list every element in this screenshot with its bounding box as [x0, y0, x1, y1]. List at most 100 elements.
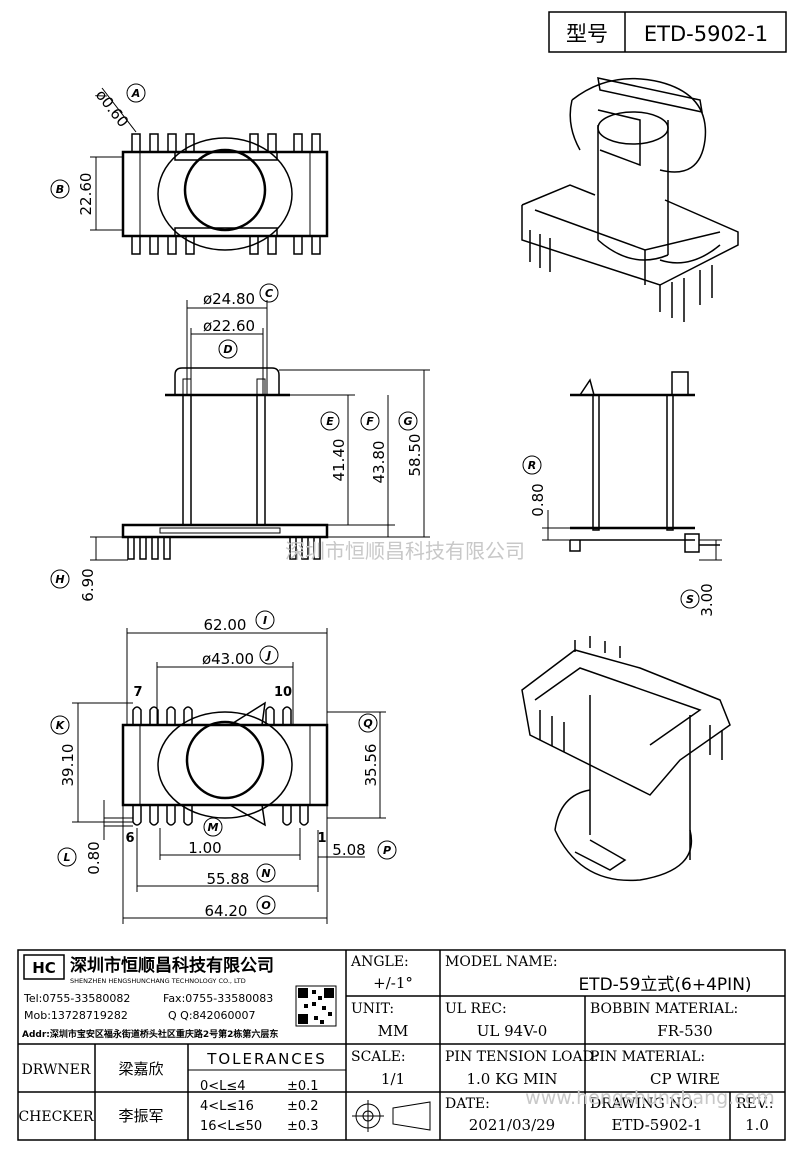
unit-value: MM — [378, 1022, 409, 1040]
svg-text:I: I — [263, 614, 267, 627]
svg-text:A: A — [131, 87, 141, 100]
checker-label: CHECKER — [18, 1109, 94, 1125]
dim-value-p: 5.08 — [332, 841, 365, 859]
dim-value-s: 3.00 — [698, 583, 716, 616]
pin-tension-value: 1.0 KG MIN — [467, 1070, 558, 1088]
company-fax: Fax:0755-33580083 — [163, 992, 273, 1005]
side-view: 0.80 3.00 — [529, 371, 722, 617]
tol-value-2: ±0.2 — [287, 1099, 319, 1114]
dim-value-o: 64.20 — [205, 902, 248, 920]
svg-text:D: D — [223, 343, 232, 356]
bottom-view: 7 10 6 1 62.00 ø43.00 39.10 35.56 0.80 1… — [59, 616, 386, 924]
isometric-view-top — [521, 77, 739, 322]
marker-c: C — [259, 283, 279, 303]
svg-text:K: K — [56, 719, 66, 732]
marker-i: I — [255, 610, 275, 630]
drwner-label: DRWNER — [22, 1062, 91, 1078]
tol-value-1: ±0.1 — [287, 1079, 319, 1094]
dim-value-g: 58.50 — [406, 434, 424, 477]
company-logo-icon: HC — [23, 954, 65, 980]
front-view: ø24.80 ø22.60 41.40 43.80 58.50 6.90 — [79, 290, 430, 602]
letter-markers: A B C D E F G H I J K L M N O P Q R S — [50, 83, 700, 915]
scale-value: 1/1 — [381, 1070, 405, 1088]
pin-label-6: 6 — [125, 831, 134, 846]
marker-a: A — [126, 83, 146, 103]
watermark-company: 深圳市恒顺昌科技有限公司 — [285, 539, 525, 563]
marker-l: L — [57, 847, 77, 867]
tolerances-title: TOLERANCES — [206, 1050, 327, 1068]
marker-j: J — [259, 645, 279, 665]
isometric-view-bottom — [521, 636, 731, 882]
marker-b: B — [50, 179, 70, 199]
svg-text:F: F — [366, 415, 374, 428]
drawing-no-label: DRAWING NO: — [590, 1096, 698, 1112]
qr-code-icon — [295, 985, 337, 1027]
svg-text:Q: Q — [363, 717, 372, 730]
bobbin-material-label: BOBBIN MATERIAL: — [590, 1001, 738, 1017]
company-mob: Mob:13728719282 — [24, 1009, 128, 1022]
svg-text:O: O — [261, 899, 270, 912]
header-model-code: ETD-5902-1 — [644, 22, 768, 46]
marker-o: O — [256, 895, 276, 915]
watermark-url: www.hengshunchang.com — [525, 1087, 775, 1109]
pin-material-value: CP WIRE — [650, 1070, 720, 1088]
company-tel: Tel:0755-33580082 — [23, 992, 130, 1005]
dim-value-r: 0.80 — [529, 483, 547, 516]
svg-text:H: H — [55, 573, 64, 586]
model-name-label: MODEL NAME: — [445, 954, 558, 970]
dim-value-i: 62.00 — [204, 616, 247, 634]
company-address: Addr:深圳市宝安区福永街道桥头社区重庆路2号第2栋第六层东 — [22, 1028, 278, 1040]
ul-rec-value: UL 94V-0 — [477, 1022, 548, 1040]
marker-h: H — [50, 569, 70, 589]
dim-value-j: ø43.00 — [202, 650, 254, 668]
marker-e: E — [320, 411, 340, 431]
tol-range-1: 0<L≤4 — [200, 1079, 246, 1094]
dim-value-c: ø24.80 — [203, 290, 255, 308]
svg-text:S: S — [686, 593, 694, 606]
dim-value-d: ø22.60 — [203, 317, 255, 335]
dim-value-h: 6.90 — [79, 568, 97, 601]
svg-text:P: P — [383, 844, 391, 857]
dim-value-l: 0.80 — [85, 841, 103, 874]
header-box: 型号 ETD-5902-1 — [548, 11, 787, 53]
svg-text:B: B — [56, 183, 64, 196]
date-value: 2021/03/29 — [469, 1116, 555, 1134]
dim-value-e: 41.40 — [330, 439, 348, 482]
dim-value-b: 22.60 — [77, 173, 95, 216]
unit-label: UNIT: — [351, 1001, 394, 1017]
tol-range-2: 4<L≤16 — [200, 1099, 254, 1114]
date-label: DATE: — [445, 1096, 490, 1112]
angle-label: ANGLE: — [350, 954, 409, 970]
svg-text:C: C — [265, 287, 273, 300]
svg-text:N: N — [261, 867, 270, 880]
marker-m: M — [203, 817, 223, 837]
marker-n: N — [256, 863, 276, 883]
marker-p: P — [377, 840, 397, 860]
pin-label-7: 7 — [133, 685, 142, 700]
marker-d: D — [218, 339, 238, 359]
drwner-value: 梁嘉欣 — [118, 1060, 163, 1078]
svg-text:J: J — [265, 649, 271, 662]
angle-value: +/-1° — [373, 974, 413, 992]
pin-label-10: 10 — [274, 685, 292, 700]
pin-label-1: 1 — [317, 831, 326, 846]
rev-label: REV.: — [736, 1096, 774, 1112]
svg-text:L: L — [63, 851, 70, 864]
svg-text:M: M — [208, 821, 219, 834]
tol-range-3: 16<L≤50 — [200, 1119, 262, 1134]
svg-text:G: G — [403, 415, 412, 428]
top-view: ø0.60 22.60 — [77, 86, 329, 255]
svg-text:R: R — [528, 459, 536, 472]
marker-q: Q — [358, 713, 378, 733]
tol-value-3: ±0.3 — [287, 1119, 319, 1134]
bobbin-material-value: FR-530 — [657, 1022, 712, 1040]
dim-value-a: ø0.60 — [92, 86, 132, 131]
marker-r: R — [522, 455, 542, 475]
marker-f: F — [360, 411, 380, 431]
drawing-no-value: ETD-5902-1 — [611, 1116, 702, 1134]
pin-material-label: PIN MATERIAL: — [590, 1049, 705, 1065]
projection-symbol-icon — [352, 1100, 431, 1132]
model-name-value: ETD-59立式(6+4PIN) — [578, 975, 751, 995]
dim-value-m: 1.00 — [188, 839, 221, 857]
